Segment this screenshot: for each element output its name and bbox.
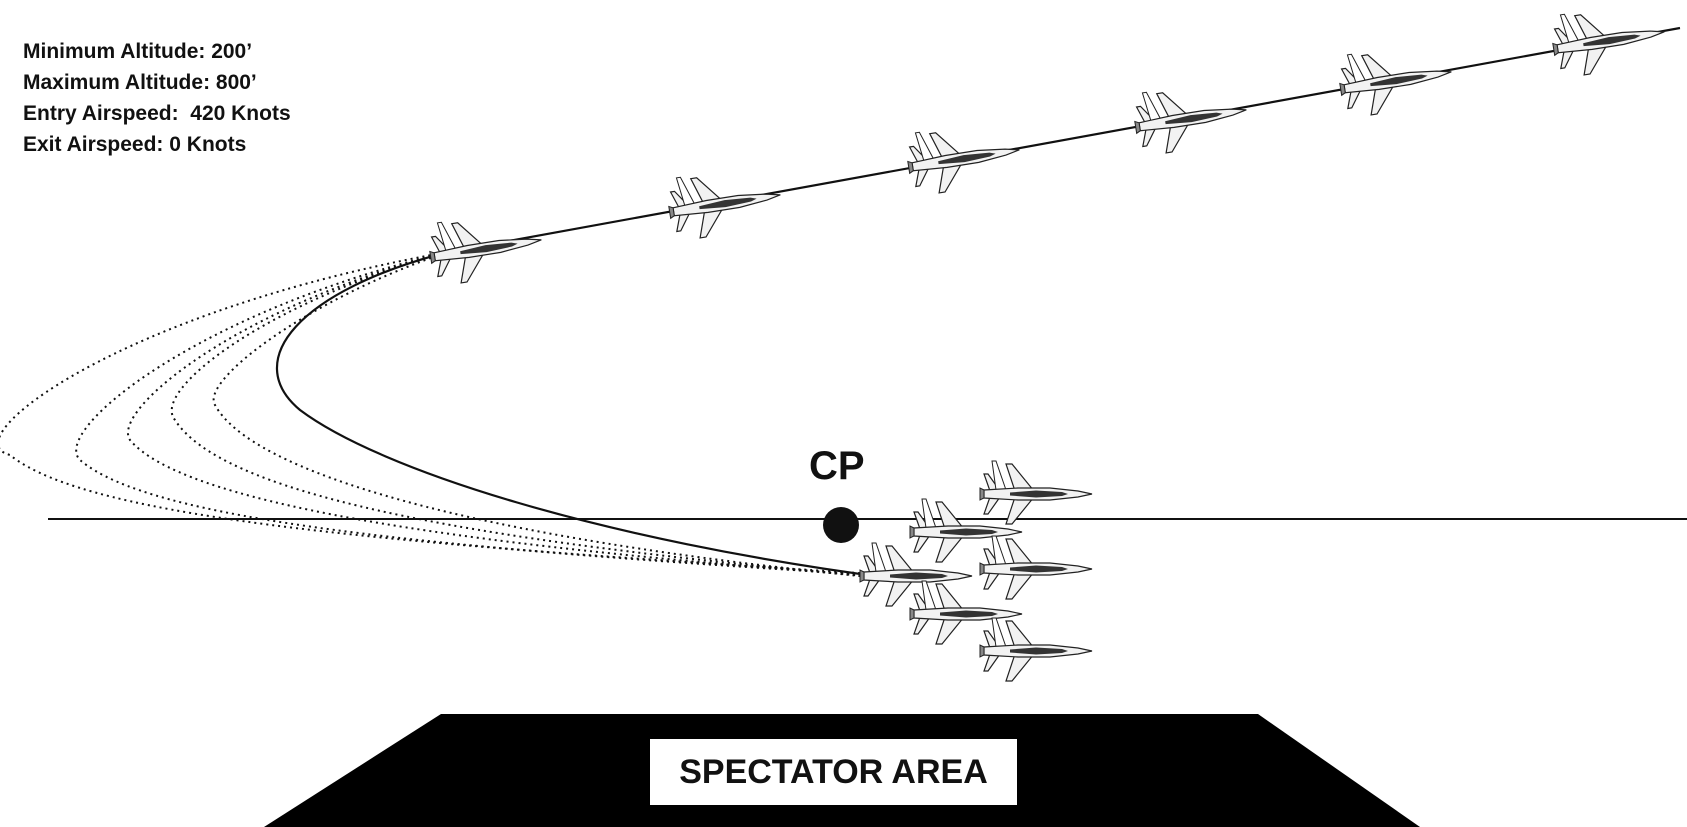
dotted-trails [0, 251, 891, 580]
jet-icon [663, 161, 786, 243]
jet-icon [979, 460, 1093, 525]
spectator-area-label: SPECTATOR AREA [650, 739, 1017, 805]
jet-icon [1129, 76, 1252, 158]
jet-icon [979, 617, 1093, 682]
maneuver-stats: Minimum Altitude: 200’ Maximum Altitude:… [23, 36, 291, 160]
max-altitude-text: Maximum Altitude: 800’ [23, 71, 257, 94]
jet-icon [1334, 38, 1457, 120]
jet-icon [1547, 0, 1670, 80]
jet-icon [902, 116, 1025, 198]
jet-icon [979, 535, 1093, 600]
flight-path [275, 26, 1681, 580]
entry-airspeed-text: Entry Airspeed: 420 Knots [23, 102, 291, 125]
exit-airspeed-text: Exit Airspeed: 0 Knots [23, 133, 247, 156]
min-altitude-text: Minimum Altitude: 200’ [23, 40, 253, 63]
center-point-marker [823, 507, 859, 543]
center-point-label: CP [809, 444, 865, 488]
jet-icon [424, 206, 547, 288]
jet-icon [909, 498, 1023, 563]
jet-icon [909, 580, 1023, 645]
